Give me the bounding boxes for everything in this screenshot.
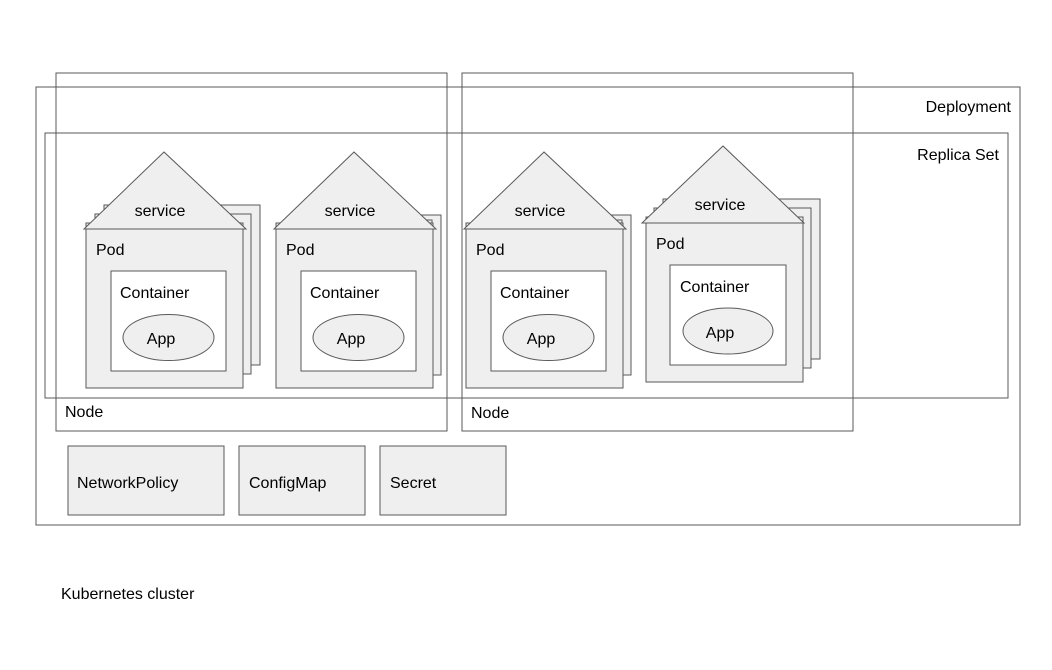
deployment-border (35, 86, 1021, 526)
app-label: App (147, 331, 176, 348)
node-border (461, 72, 854, 432)
replica-set-border (44, 132, 1009, 399)
node-border (55, 72, 448, 432)
node-label: Node (65, 404, 103, 421)
app-ellipse (122, 314, 215, 361)
app-ellipse (682, 307, 774, 355)
app-ellipse (312, 314, 405, 361)
pod-label: Pod (286, 242, 314, 259)
resource-label: NetworkPolicy (77, 475, 178, 492)
container-label: Container (120, 285, 190, 302)
service-triangle (82, 151, 248, 230)
node-2: Node (461, 72, 854, 432)
pod-label: Pod (656, 236, 684, 253)
resource-label: Secret (390, 475, 437, 492)
container-label: Container (680, 279, 750, 296)
service-triangle (462, 151, 628, 230)
app-label: App (527, 331, 556, 348)
container-label: Container (310, 285, 380, 302)
replica-set-frame: Replica Set (44, 132, 1009, 399)
pod-group: service Pod Container App (82, 151, 261, 389)
pod-group: service Pod Container App (272, 151, 442, 389)
service-label: service (515, 203, 566, 220)
app-label: App (706, 325, 735, 342)
deployment-label: Deployment (926, 99, 1012, 116)
app-label: App (337, 331, 366, 348)
node-label: Node (471, 405, 509, 422)
app-ellipse (502, 314, 595, 361)
service-label: service (325, 203, 376, 220)
resource-box (238, 445, 366, 516)
cluster-label: Kubernetes cluster (61, 586, 195, 603)
replica-set-label: Replica Set (917, 147, 999, 164)
resource-box (379, 445, 507, 516)
service-label: service (695, 197, 746, 214)
service-triangle (272, 151, 438, 230)
network-policy-box: NetworkPolicy (67, 445, 225, 516)
resource-label: ConfigMap (249, 475, 326, 492)
resource-box (67, 445, 225, 516)
container-label: Container (500, 285, 570, 302)
pod-group: service Pod Container App (462, 151, 632, 389)
pod-label: Pod (96, 242, 124, 259)
node-1: Node (55, 72, 448, 432)
deployment-frame: Deployment (35, 86, 1021, 526)
secret-box: Secret (379, 445, 507, 516)
pod-group: service Pod Container App (640, 145, 821, 383)
config-map-box: ConfigMap (238, 445, 366, 516)
pod-label: Pod (476, 242, 504, 259)
service-triangle (640, 145, 806, 224)
service-label: service (135, 203, 186, 220)
